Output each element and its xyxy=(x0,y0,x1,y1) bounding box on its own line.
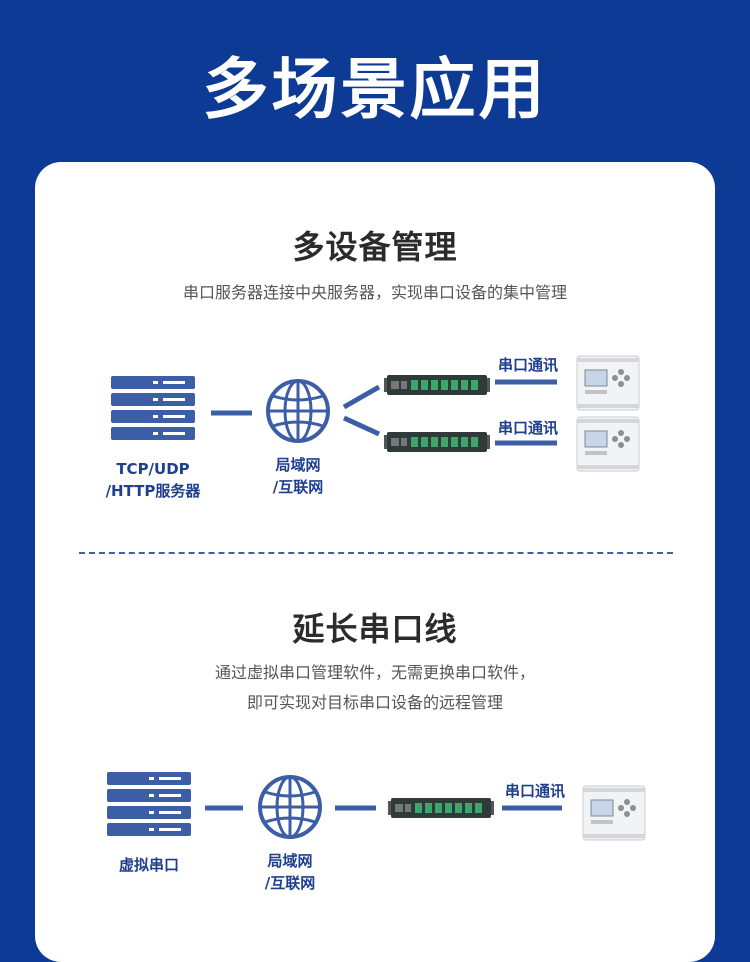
section2-description-line1: 通过虚拟串口管理软件，无需更换串口软件， xyxy=(214,663,535,682)
page-title: 多场景应用 xyxy=(202,51,548,128)
virtual-serial-label: 虚拟串口 xyxy=(118,856,179,874)
section2-title: 延长串口线 xyxy=(292,610,458,648)
section1-title: 多设备管理 xyxy=(292,228,458,266)
server-icon xyxy=(107,772,191,836)
serial-server-device xyxy=(384,432,490,452)
network-label: 局域网 /互联网 xyxy=(264,852,316,892)
serial-server-device xyxy=(388,798,494,818)
server-icon xyxy=(111,376,195,440)
link-label: 串口通讯 xyxy=(498,419,559,437)
link-line xyxy=(342,384,381,410)
globe-icon xyxy=(266,379,330,443)
section1-description: 串口服务器连接中央服务器，实现串口设备的集中管理 xyxy=(182,283,567,302)
section-divider xyxy=(79,552,673,554)
content-card: 多设备管理 串口服务器连接中央服务器，实现串口设备的集中管理 TCP/UDP /… xyxy=(35,162,715,962)
link-label: 串口通讯 xyxy=(498,356,559,374)
plc-device xyxy=(576,416,640,472)
scenario-diagrams xyxy=(107,355,646,841)
server-label: TCP/UDP /HTTP服务器 xyxy=(105,460,201,500)
plc-device xyxy=(576,355,640,411)
section2-description-line2: 即可实现对目标串口设备的远程管理 xyxy=(246,693,503,712)
network-label: 局域网 /互联网 xyxy=(272,456,324,496)
plc-device xyxy=(582,785,646,841)
link-label: 串口通讯 xyxy=(505,782,566,800)
serial-server-device xyxy=(384,375,490,395)
link-line xyxy=(342,415,381,437)
globe-icon xyxy=(258,775,322,839)
